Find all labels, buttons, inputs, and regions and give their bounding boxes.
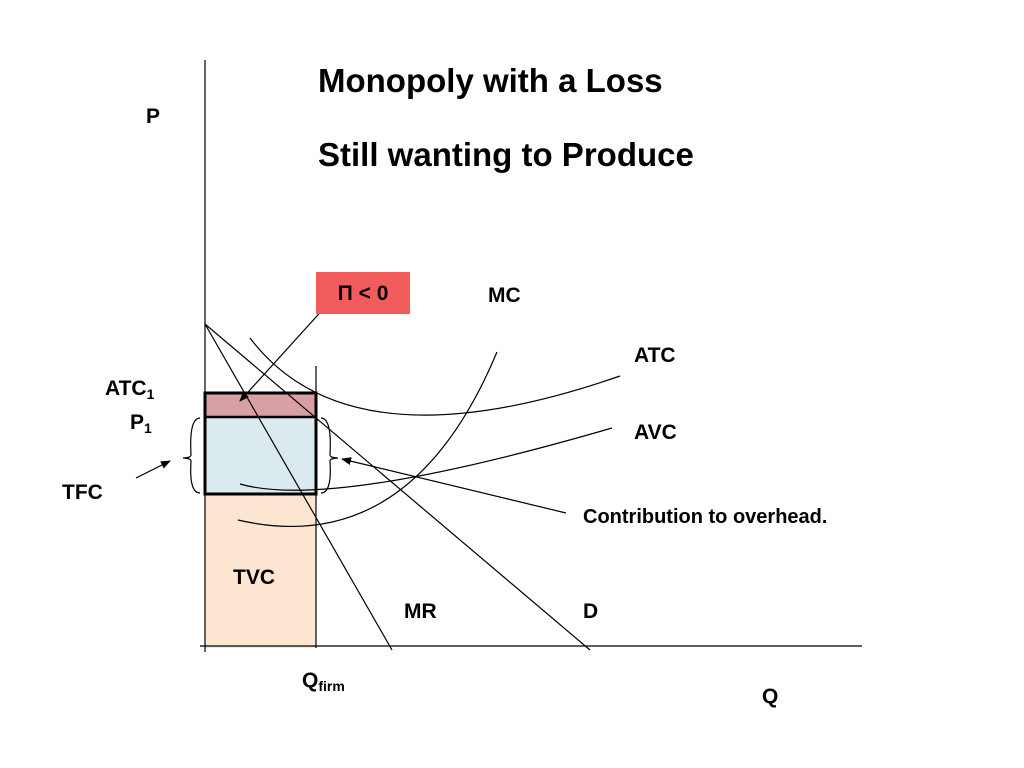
loss-arrow bbox=[239, 305, 327, 402]
demand-curve bbox=[204, 323, 591, 651]
contribution-arrow bbox=[341, 457, 567, 514]
p1-label-sub: 1 bbox=[144, 420, 152, 436]
loss-box: Π < 0 bbox=[316, 272, 410, 314]
contribution-brace bbox=[320, 417, 339, 494]
y-axis-label: P bbox=[146, 105, 161, 128]
mr-label: MR bbox=[404, 600, 437, 623]
contribution-label: Contribution to overhead. bbox=[583, 506, 828, 528]
tvc-label: TVC bbox=[233, 566, 275, 589]
mc-curve bbox=[237, 351, 498, 528]
qfirm-label-main: Q bbox=[302, 669, 319, 692]
atc1-label-sub: 1 bbox=[146, 386, 155, 402]
loss-box-label: Π < 0 bbox=[337, 281, 389, 305]
avc-curve bbox=[239, 427, 613, 491]
loss-region bbox=[205, 393, 316, 417]
x-axis-label: Q bbox=[762, 685, 779, 708]
mc-label: MC bbox=[488, 284, 521, 307]
p1-label-main: P bbox=[130, 411, 145, 434]
atc1-label-main: ATC bbox=[105, 377, 147, 400]
tfc-arrow bbox=[135, 460, 171, 479]
atc-label: ATC bbox=[634, 344, 676, 367]
demand-label: D bbox=[583, 600, 599, 623]
qfirm-label-sub: firm bbox=[318, 678, 345, 694]
qfirm-label: Qfirm bbox=[302, 670, 345, 693]
title-line-2: Still wanting to Produce bbox=[318, 136, 694, 173]
tfc-label: TFC bbox=[62, 481, 103, 504]
mr-curve bbox=[204, 323, 393, 651]
p1-label: P1 bbox=[130, 412, 152, 435]
atc1-label: ATC1 bbox=[105, 378, 154, 401]
atc-curve bbox=[249, 337, 621, 416]
contribution-region bbox=[205, 417, 316, 494]
tvc-region bbox=[205, 494, 316, 648]
avc-label: AVC bbox=[634, 421, 677, 444]
title-line-1: Monopoly with a Loss bbox=[318, 62, 663, 99]
tfc-brace bbox=[182, 417, 201, 494]
